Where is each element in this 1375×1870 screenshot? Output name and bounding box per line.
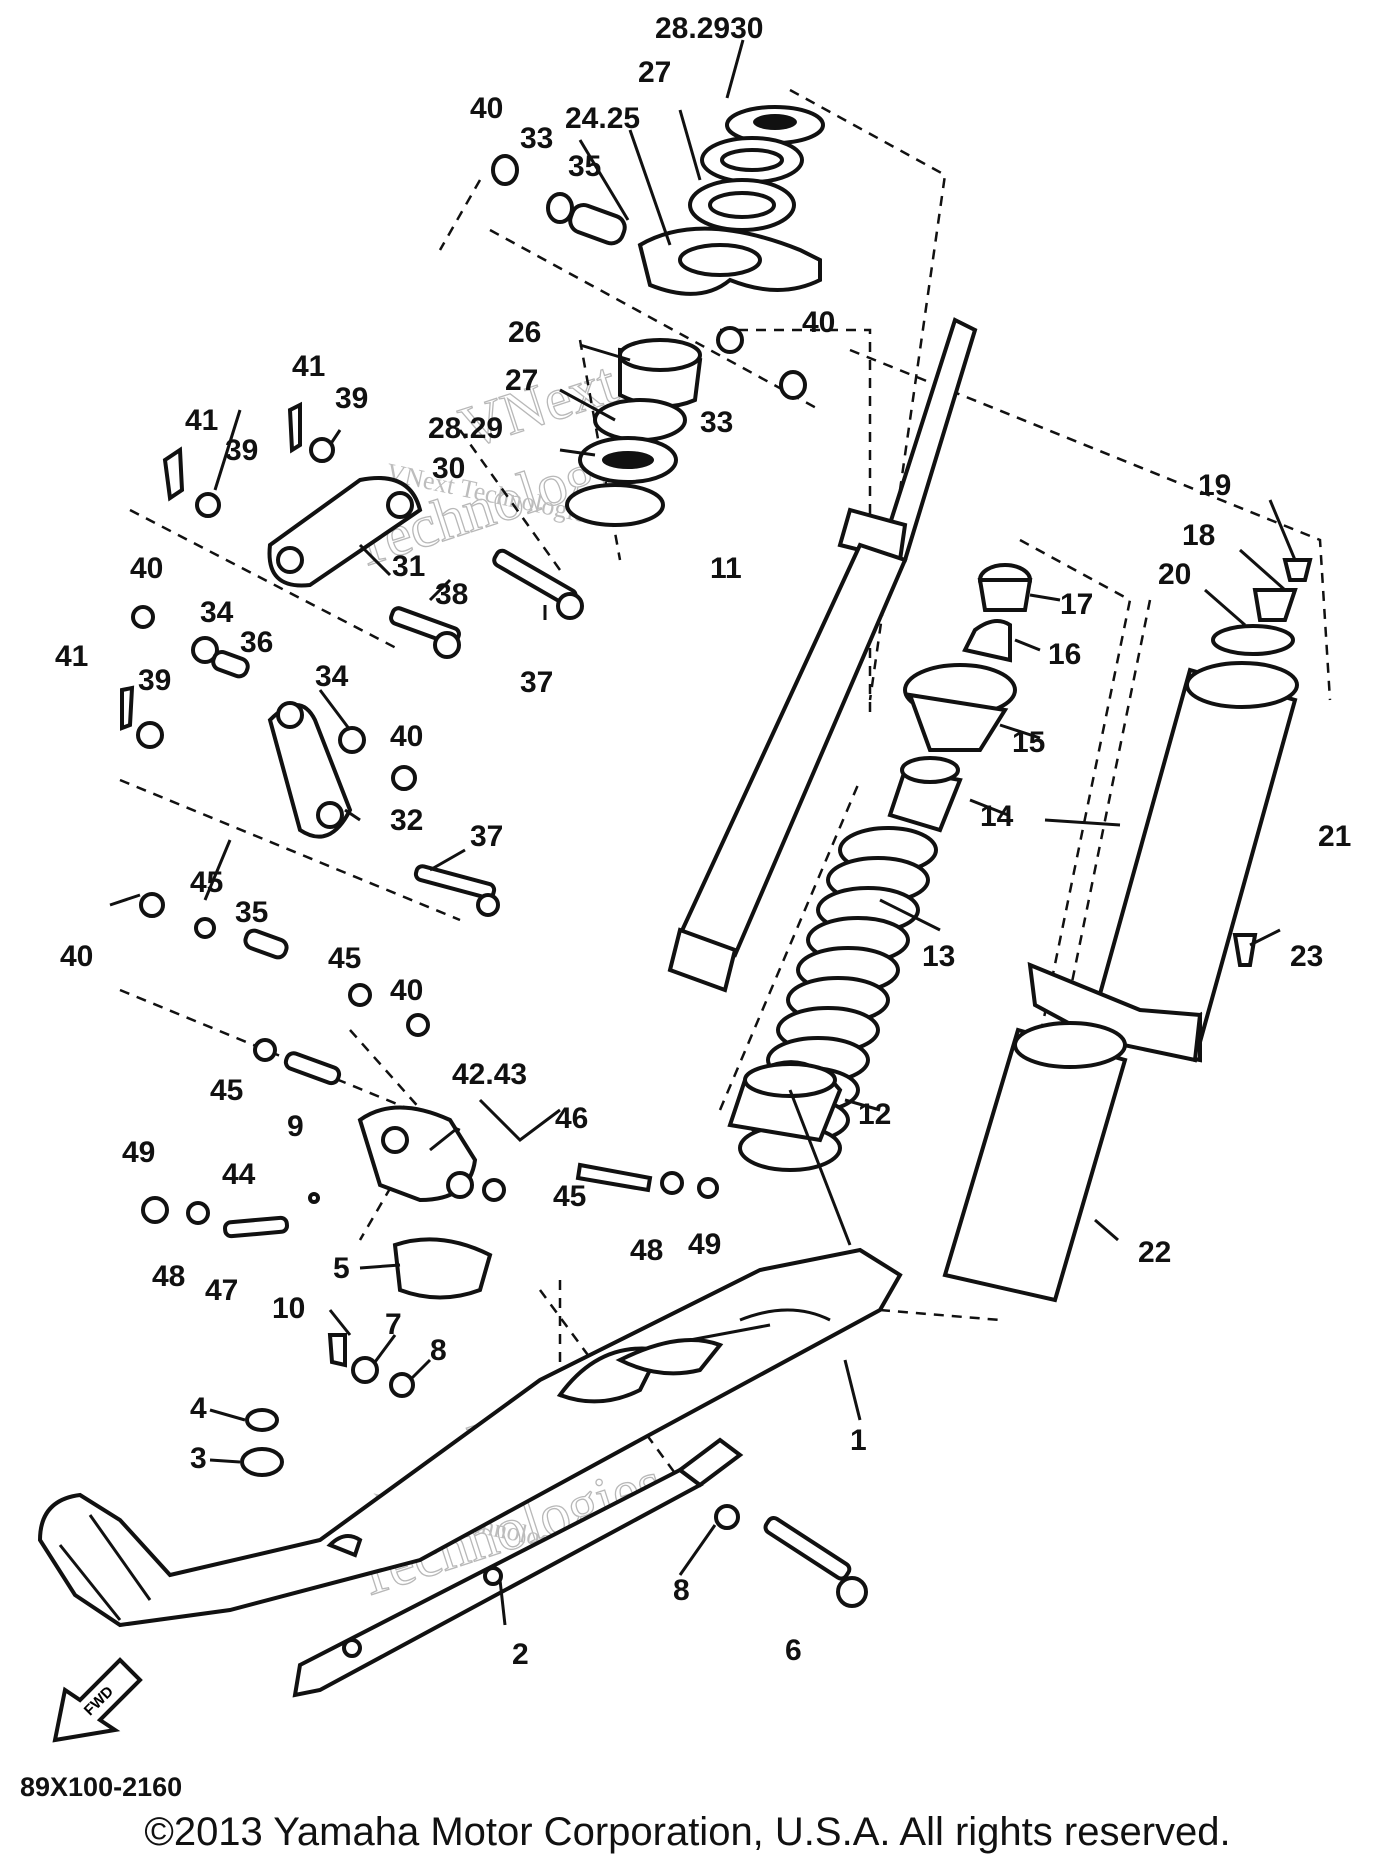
- outer-tubes: [942, 558, 1313, 1303]
- label-27: 27: [505, 364, 538, 397]
- label-39: 39: [335, 382, 368, 415]
- label-36: 36: [240, 626, 273, 659]
- label-24-25: 24.25: [565, 102, 640, 135]
- ski-assembly: [37, 1247, 903, 1698]
- top-mount-assembly: [491, 105, 825, 527]
- copyright-notice: ©2013 Yamaha Motor Corporation, U.S.A. A…: [144, 1810, 1231, 1854]
- label-40: 40: [802, 306, 835, 339]
- label-45: 45: [190, 866, 223, 899]
- label-41: 41: [55, 640, 88, 673]
- label-37: 37: [520, 666, 553, 699]
- label-34: 34: [315, 660, 349, 693]
- fork-tube: [667, 317, 978, 993]
- leader-lines: [109, 39, 1297, 1626]
- label-13: 13: [922, 940, 955, 973]
- link-arms: [120, 401, 584, 1086]
- label-33: 33: [700, 406, 733, 439]
- label-21: 21: [1318, 820, 1351, 853]
- label-5: 5: [333, 1252, 350, 1285]
- label-14: 14: [980, 800, 1014, 833]
- ski-bracket-parts: [141, 1105, 719, 1477]
- label-41: 41: [292, 350, 325, 383]
- label-45: 45: [328, 942, 361, 975]
- label-40: 40: [390, 720, 423, 753]
- label-45: 45: [210, 1074, 243, 1107]
- label-12: 12: [858, 1098, 891, 1131]
- label-45: 45: [553, 1180, 586, 1213]
- label-40: 40: [390, 974, 423, 1007]
- label-49: 49: [688, 1228, 721, 1261]
- label-1: 1: [850, 1424, 867, 1457]
- label-2: 2: [512, 1638, 529, 1671]
- label-44: 44: [222, 1158, 256, 1191]
- label-38: 38: [435, 578, 468, 611]
- label-42-43: 42.43: [452, 1058, 527, 1091]
- label-20: 20: [1158, 558, 1191, 591]
- label-30: 30: [432, 452, 465, 485]
- label-8: 8: [673, 1574, 690, 1607]
- label-33: 33: [520, 122, 553, 155]
- label-28-29: 28.29: [428, 412, 503, 445]
- label-15: 15: [1012, 726, 1045, 759]
- label-18: 18: [1182, 519, 1215, 552]
- label-39: 39: [138, 664, 171, 697]
- label-39: 39: [225, 434, 258, 467]
- damper-parts: [727, 563, 1033, 1172]
- label-31: 31: [392, 550, 425, 583]
- diagram-code: 89X100-2160: [20, 1772, 183, 1802]
- label-37: 37: [470, 820, 503, 853]
- label-17: 17: [1060, 588, 1093, 621]
- label-7: 7: [385, 1308, 402, 1341]
- label-34: 34: [200, 596, 234, 629]
- label-32: 32: [390, 804, 423, 837]
- label-6: 6: [785, 1634, 802, 1667]
- label-26: 26: [508, 316, 541, 349]
- label-22: 22: [1138, 1236, 1171, 1269]
- label-46: 46: [555, 1102, 588, 1135]
- label-3: 3: [190, 1442, 207, 1475]
- label-8: 8: [430, 1334, 447, 1367]
- forward-arrow-icon: FWD: [52, 1657, 143, 1743]
- label-9: 9: [287, 1110, 304, 1143]
- part-labels: 28.2930 27 24.25 40 33 35 40 26 27 33 28…: [55, 12, 1351, 1671]
- label-40: 40: [470, 92, 503, 125]
- label-48: 48: [630, 1234, 663, 1267]
- label-10: 10: [272, 1292, 305, 1325]
- label-41: 41: [185, 404, 218, 437]
- label-28-29-30: 28.2930: [655, 12, 763, 45]
- label-40: 40: [130, 552, 163, 585]
- label-19: 19: [1198, 469, 1231, 502]
- label-11: 11: [710, 552, 742, 585]
- label-47: 47: [205, 1274, 238, 1307]
- label-4: 4: [190, 1392, 207, 1425]
- label-48: 48: [152, 1260, 185, 1293]
- label-16: 16: [1048, 638, 1081, 671]
- label-23: 23: [1290, 940, 1323, 973]
- label-35: 35: [235, 896, 268, 929]
- label-27: 27: [638, 56, 671, 89]
- label-35: 35: [568, 150, 601, 183]
- label-40: 40: [60, 940, 93, 973]
- label-49: 49: [122, 1136, 155, 1169]
